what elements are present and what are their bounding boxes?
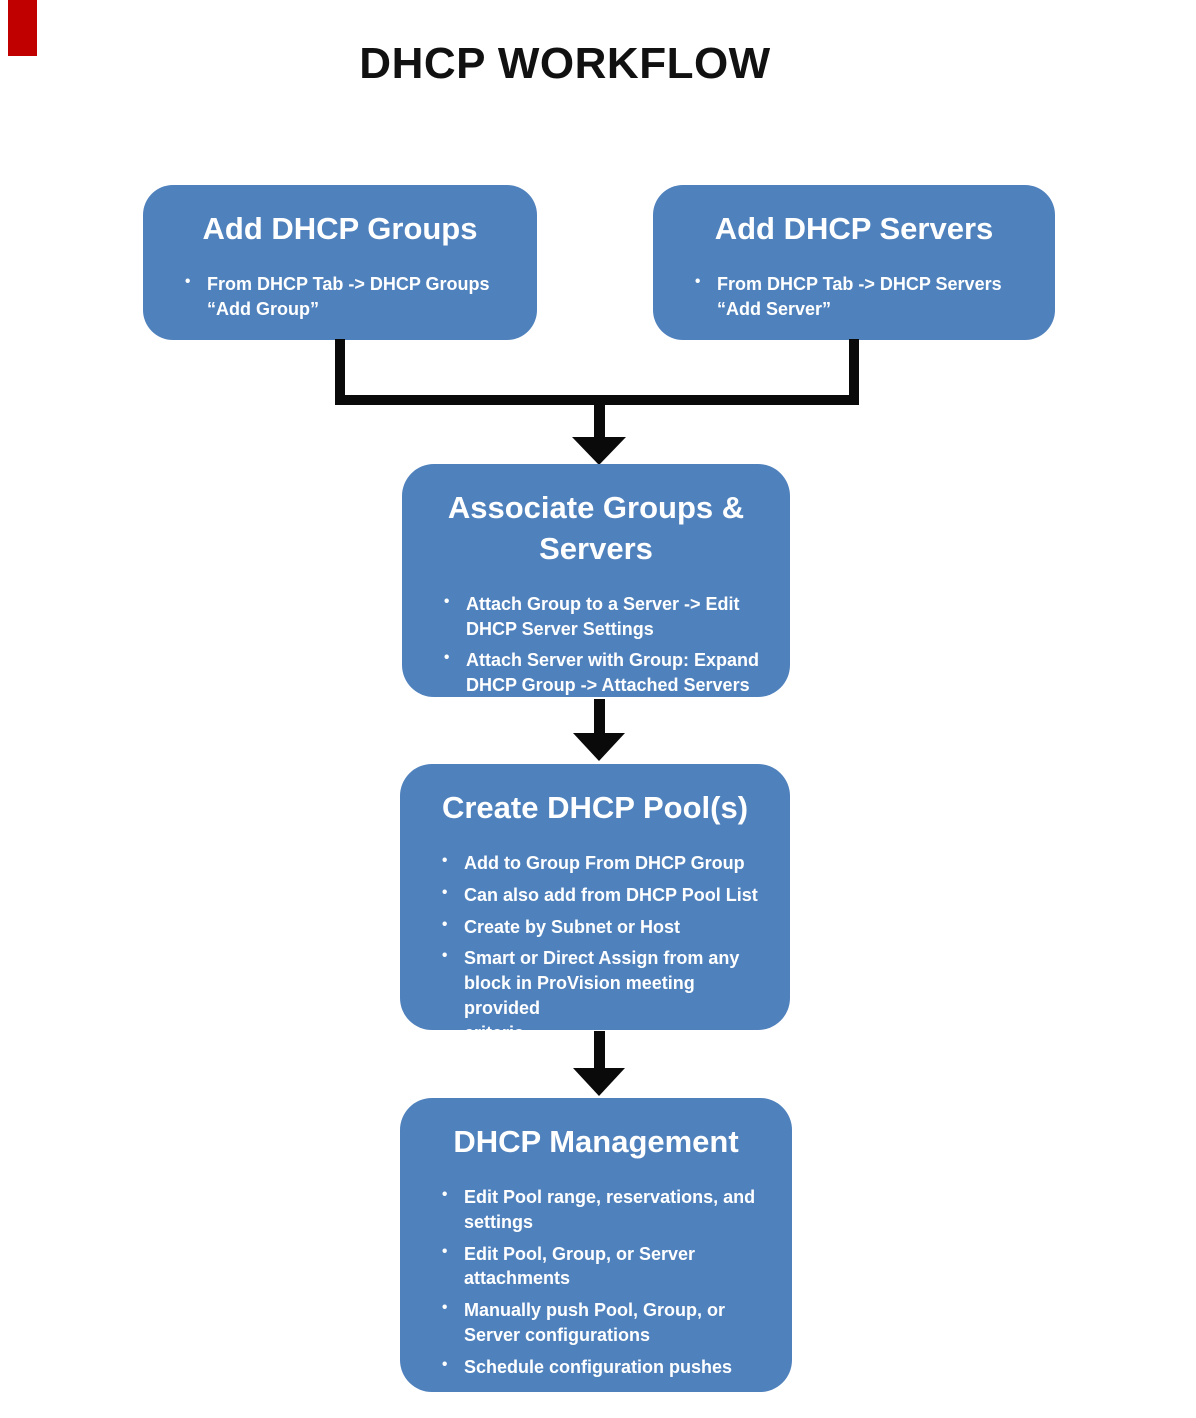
bullet-item: From DHCP Tab -> DHCP Groups “Add Group” — [185, 271, 513, 322]
bullet-item: Create by Subnet or Host — [442, 914, 766, 940]
corner-red-marker — [8, 0, 37, 56]
node-add-dhcp-groups: Add DHCP Groups From DHCP Tab -> DHCP Gr… — [143, 185, 537, 340]
node-create-dhcp-pools: Create DHCP Pool(s) Add to Group From DH… — [400, 764, 790, 1043]
node-bullet-list: Attach Group to a Server -> Edit DHCP Se… — [416, 591, 776, 698]
node-title: Add DHCP Groups — [202, 211, 478, 246]
bullet-item: Can also add from DHCP Pool List — [442, 882, 766, 908]
node-bullet-list: From DHCP Tab -> DHCP Groups “Add Group” — [157, 271, 523, 322]
bullet-item: Edit Pool range, reservations, and setti… — [442, 1184, 768, 1235]
node-title: Add DHCP Servers — [714, 211, 994, 246]
bullet-item: Schedule configuration pushes — [442, 1354, 768, 1380]
bullet-item: Edit Pool, Group, or Server attachments — [442, 1241, 768, 1292]
connector-bar — [335, 395, 859, 405]
bullet-item: Add to Group From DHCP Group — [442, 850, 766, 876]
node-title: DHCP Management — [453, 1124, 739, 1159]
connector-line-right — [849, 339, 859, 403]
down-arrow-icon — [572, 437, 626, 465]
connector-line-middle — [594, 403, 605, 439]
node-associate-groups-servers: Associate Groups & Servers Attach Group … — [402, 464, 790, 697]
node-bullet-list: Add to Group From DHCP GroupCan also add… — [414, 850, 776, 1046]
node-title: Associate Groups & Servers — [447, 490, 745, 566]
node-bullet-list: Edit Pool range, reservations, and setti… — [414, 1184, 778, 1380]
bullet-item: Attach Group to a Server -> Edit DHCP Se… — [444, 591, 766, 642]
connector-line — [594, 699, 605, 735]
connector-line — [594, 1031, 605, 1070]
node-bullet-list: From DHCP Tab -> DHCP Servers “Add Serve… — [667, 271, 1041, 322]
node-title: Create DHCP Pool(s) — [441, 790, 749, 825]
bullet-item: From DHCP Tab -> DHCP Servers “Add Serve… — [695, 271, 1031, 322]
node-add-dhcp-servers: Add DHCP Servers From DHCP Tab -> DHCP S… — [653, 185, 1055, 340]
node-dhcp-management: DHCP Management Edit Pool range, reserva… — [400, 1098, 792, 1392]
bullet-item: Attach Server with Group: Expand DHCP Gr… — [444, 647, 766, 698]
down-arrow-icon — [573, 733, 625, 761]
page-title: DHCP WORKFLOW — [359, 39, 771, 88]
connector-line-left — [335, 339, 345, 403]
bullet-item: Manually push Pool, Group, or Server con… — [442, 1297, 768, 1348]
down-arrow-icon — [573, 1068, 625, 1096]
bullet-item: Smart or Direct Assign from any block in… — [442, 945, 766, 1045]
